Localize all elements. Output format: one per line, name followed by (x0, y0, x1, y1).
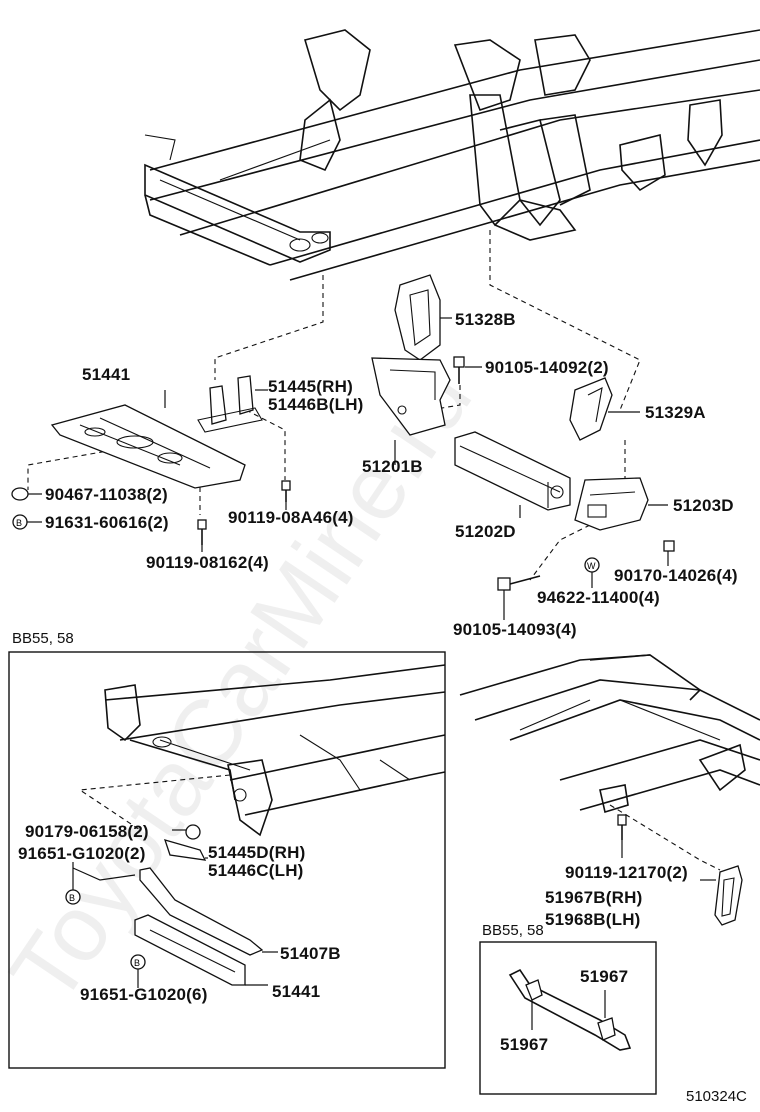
label-51407B: 51407B (280, 944, 341, 963)
b-mark-1: B (16, 518, 22, 528)
bolt-90105-14092 (453, 356, 465, 384)
top-fasteners: B W (11, 480, 675, 591)
label-51201B: 51201B (362, 457, 423, 476)
label-90467-11038: 90467-11038(2) (45, 485, 168, 504)
label-51203D: 51203D (673, 496, 734, 515)
label-51968B: 51968B(LH) (545, 910, 641, 929)
watermark-text: ToyotaCarMine.ru (0, 347, 491, 1021)
top-labels: 51328B 90105-14092(2) 51441 51445(RH) 51… (45, 310, 738, 639)
main-frame-illustration (144, 29, 760, 281)
label-94622-11400: 94622-11400(4) (537, 588, 660, 607)
part-51445-brackets (197, 375, 263, 433)
part-51201B-shape (371, 357, 451, 436)
label-91651-G1020-6: 91651-G1020(6) (80, 985, 208, 1004)
label-90119-12170: 90119-12170(2) (565, 863, 688, 882)
part-51203D-shape (574, 477, 649, 531)
label-51967-bottom: 51967 (500, 1035, 548, 1054)
small-box-border (479, 941, 657, 1095)
label-51967B: 51967B(RH) (545, 888, 642, 907)
label-51445D: 51445D(RH) (208, 843, 305, 862)
w-mark: W (587, 561, 596, 571)
label-90170-14026: 90170-14026(4) (614, 566, 738, 585)
label-51441-box: 51441 (272, 982, 320, 1001)
label-51328B: 51328B (455, 310, 516, 329)
label-91651-G1020-2: 91651-G1020(2) (18, 844, 146, 863)
top-leader-lines (27, 317, 669, 620)
part-51328B-shape (394, 274, 441, 361)
label-51967-top: 51967 (580, 967, 628, 986)
part-51202D-shape (454, 431, 571, 511)
diagram-code: 510324C (686, 1088, 747, 1105)
label-91631-60616: 91631-60616(2) (45, 513, 169, 532)
right-frame-section: 90119-12170(2) 51967B(RH) 51968B(LH) (459, 654, 760, 929)
left-box-border (8, 651, 446, 1069)
part-51329A-shape (569, 377, 613, 441)
small-box-title: BB55, 58 (482, 922, 544, 939)
label-51446BLH: 51446B(LH) (268, 395, 364, 414)
label-51446C: 51446C(LH) (208, 861, 304, 880)
label-51445RH: 51445(RH) (268, 377, 353, 396)
label-90119-08162: 90119-08162(4) (146, 553, 269, 572)
label-90119-08A46: 90119-08A46(4) (228, 508, 354, 527)
b-mark-3: B (134, 958, 140, 968)
small-detail-box: BB55, 58 51967 51967 (479, 922, 657, 1095)
left-detail-box: BB55, 58 B B (8, 630, 446, 1069)
label-51329A: 51329A (645, 403, 706, 422)
label-90105-14092: 90105-14092(2) (485, 358, 609, 377)
part-51441-plate (50, 404, 246, 489)
left-box-title: BB55, 58 (12, 630, 74, 647)
b-mark-2: B (69, 893, 75, 903)
label-90105-14093: 90105-14093(4) (453, 620, 577, 639)
label-51202D: 51202D (455, 522, 516, 541)
label-90179-06158: 90179-06158(2) (25, 822, 149, 841)
label-51441-top: 51441 (82, 365, 130, 384)
